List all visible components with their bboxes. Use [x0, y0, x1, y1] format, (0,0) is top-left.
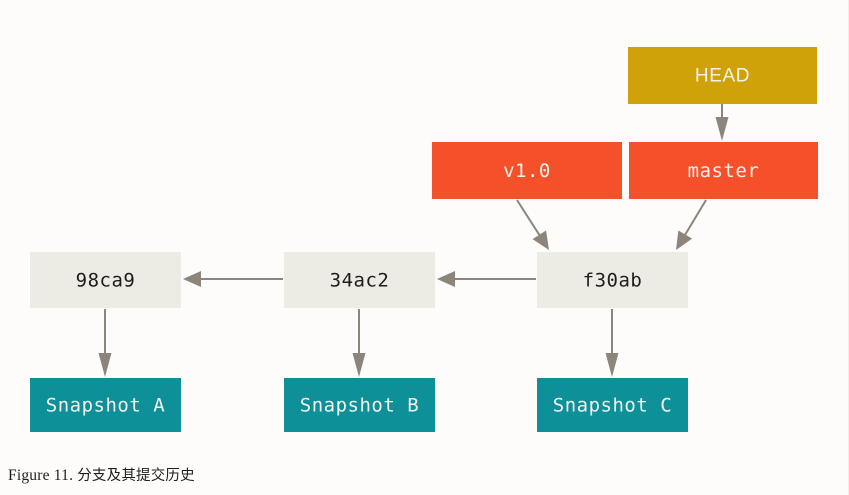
commit-label: 34ac2	[330, 270, 390, 292]
figure-caption: Figure 11. 分支及其提交历史	[8, 464, 195, 485]
edge-34ac2-to-snapshot-b	[352, 309, 366, 377]
commit-label: f30ab	[583, 270, 643, 292]
snapshot-label: Snapshot C	[553, 395, 672, 417]
edge-f30ab-to-34ac2	[437, 271, 536, 287]
commit-box[interactable]	[284, 252, 435, 308]
edges-layer	[98, 104, 729, 377]
node-branch-master[interactable]: master	[629, 142, 818, 199]
arrowhead-icon	[676, 230, 693, 250]
edge-head-to-master	[715, 104, 729, 141]
edge-shaft	[516, 199, 542, 238]
node-snapshot-b[interactable]: Snapshot B	[284, 378, 435, 432]
pointer-box[interactable]	[628, 47, 817, 104]
arrowhead-icon	[352, 353, 366, 377]
edge-shaft	[683, 199, 707, 237]
snapshot-label: Snapshot B	[300, 395, 419, 417]
arrowhead-icon	[532, 230, 549, 250]
tag-label: v1.0	[503, 160, 551, 182]
node-head[interactable]: HEAD	[628, 47, 817, 104]
arrowhead-icon	[98, 353, 112, 377]
snapshot-box[interactable]	[537, 378, 688, 432]
node-commit-98ca9[interactable]: 98ca9	[30, 252, 181, 308]
figure-caption-text: 分支及其提交历史	[77, 468, 195, 484]
arrowhead-icon	[437, 271, 455, 287]
edge-34ac2-to-98ca9	[183, 271, 283, 287]
arrowhead-icon	[605, 353, 619, 377]
tag-box[interactable]	[432, 142, 622, 199]
node-snapshot-a[interactable]: Snapshot A	[30, 378, 181, 432]
node-tag-v1[interactable]: v1.0	[432, 142, 622, 199]
branch-box[interactable]	[629, 142, 818, 199]
commit-box[interactable]	[537, 252, 688, 308]
node-snapshot-c[interactable]: Snapshot C	[537, 378, 688, 432]
edge-f30ab-to-snapshot-c	[605, 309, 619, 377]
node-commit-34ac2[interactable]: 34ac2	[284, 252, 435, 308]
snapshot-box[interactable]	[30, 378, 181, 432]
commit-box[interactable]	[30, 252, 181, 308]
figure-caption-label: Figure 11.	[8, 467, 74, 484]
snapshot-label: Snapshot A	[46, 395, 165, 417]
branch-label: master	[688, 160, 760, 182]
edge-98ca9-to-snapshot-a	[98, 309, 112, 377]
snapshot-box[interactable]	[284, 378, 435, 432]
arrowhead-icon	[715, 117, 729, 141]
commit-label: 98ca9	[76, 270, 136, 292]
node-commit-f30ab[interactable]: f30ab	[537, 252, 688, 308]
edge-master-to-f30ab	[676, 199, 707, 250]
pointer-label: HEAD	[695, 66, 750, 87]
arrowhead-icon	[183, 271, 201, 287]
edge-v1.0-to-f30ab	[516, 199, 549, 250]
